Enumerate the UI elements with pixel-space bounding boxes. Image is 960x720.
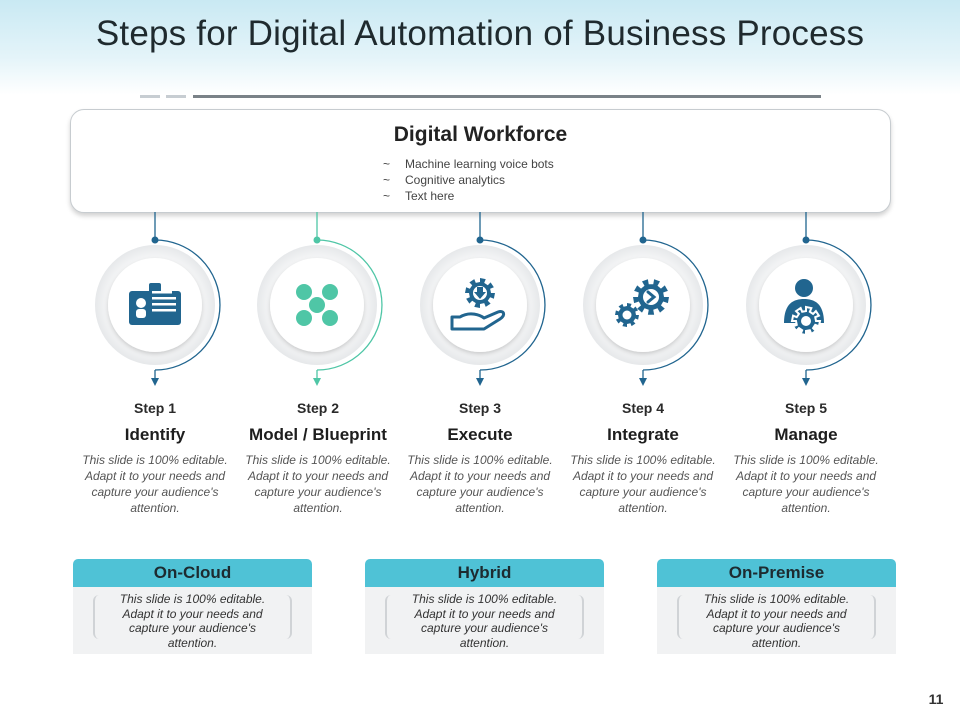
workforce-bullet-text: Cognitive analytics — [405, 173, 506, 187]
step-3: Step 3 Execute This slide is 100% editab… — [400, 400, 560, 516]
inner-circle — [108, 258, 202, 352]
workforce-bullet-text: Text here — [405, 189, 455, 203]
step-description: This slide is 100% editable. Adapt it to… — [245, 453, 391, 515]
id-card-icon — [129, 283, 181, 325]
inner-circle — [759, 258, 853, 352]
step-name: Identify — [124, 425, 186, 444]
arc-connector — [479, 239, 546, 371]
down-arrow-icon — [802, 378, 810, 386]
slide-title: Steps for Digital Automation of Business… — [95, 14, 865, 53]
network-nodes-icon — [296, 284, 338, 326]
step-description: This slide is 100% editable. Adapt it to… — [407, 453, 553, 515]
down-arrow-icon — [151, 378, 159, 386]
outer-ring — [583, 245, 703, 365]
connector-dot — [802, 236, 810, 244]
deployment-title: Hybrid — [365, 559, 604, 587]
deployment-title: On-Cloud — [73, 559, 312, 587]
step-number: Step 5 — [784, 400, 827, 416]
title-underline — [193, 95, 821, 98]
title-underline-segment — [140, 95, 160, 98]
deployment-card-hybrid: Hybrid This slide is 100% editable. Adap… — [365, 559, 604, 654]
workforce-bullet: ~ Text here — [381, 188, 554, 204]
step-name: Integrate — [607, 425, 679, 444]
step-node-2 — [257, 212, 383, 386]
deployment-body: This slide is 100% editable. Adapt it to… — [73, 587, 312, 654]
workforce-bullet: ~ Cognitive analytics — [381, 172, 554, 188]
step-number: Step 2 — [296, 400, 339, 416]
inner-circle — [596, 258, 690, 352]
step-description: This slide is 100% editable. Adapt it to… — [82, 453, 228, 515]
deployment-card-on-premise: On-Premise This slide is 100% editable. … — [657, 559, 896, 654]
step-description: This slide is 100% editable. Adapt it to… — [733, 453, 879, 515]
step-1: Step 1 Identify This slide is 100% edita… — [75, 400, 235, 516]
workforce-bullet-text: Machine learning voice bots — [405, 157, 554, 171]
connector-dot — [151, 236, 159, 244]
person-gear-icon — [784, 279, 824, 337]
outer-ring — [746, 245, 866, 365]
step-node-4 — [583, 212, 709, 386]
hand-gear-icon — [450, 278, 506, 331]
outer-ring — [95, 245, 215, 365]
connector-dot — [639, 236, 647, 244]
bracket-decoration — [578, 595, 584, 639]
arc-connector — [642, 239, 709, 371]
bracket-decoration — [677, 595, 683, 639]
bullet-marker: ~ — [383, 173, 391, 187]
bracket-decoration — [93, 595, 99, 639]
outer-ring — [420, 245, 540, 365]
arc-connector — [316, 239, 383, 371]
arc-connector — [805, 239, 872, 371]
down-arrow-icon — [313, 378, 321, 386]
step-node-5 — [746, 212, 872, 386]
step-4: Step 4 Integrate This slide is 100% edit… — [563, 400, 723, 516]
deployment-description: This slide is 100% editable. Adapt it to… — [119, 592, 266, 650]
step-node-1 — [95, 212, 221, 386]
deployment-card-on-cloud: On-Cloud This slide is 100% editable. Ad… — [73, 559, 312, 654]
deployment-description: This slide is 100% editable. Adapt it to… — [411, 592, 558, 650]
step-2: Step 2 Model / Blueprint This slide is 1… — [238, 400, 398, 516]
outer-ring — [257, 245, 377, 365]
bracket-decoration — [870, 595, 876, 639]
inner-circle — [433, 258, 527, 352]
down-arrow-icon — [639, 378, 647, 386]
gears-icon — [615, 279, 669, 327]
step-name: Execute — [447, 425, 513, 444]
bullet-marker: ~ — [383, 157, 391, 171]
header-band — [0, 0, 960, 95]
step-name: Model / Blueprint — [249, 425, 387, 444]
deployment-title: On-Premise — [657, 559, 896, 587]
step-5: Step 5 Manage This slide is 100% editabl… — [726, 400, 886, 516]
step-number: Step 3 — [458, 400, 501, 416]
deployment-body: This slide is 100% editable. Adapt it to… — [657, 587, 896, 654]
step-node-3 — [420, 212, 546, 386]
arc-connector — [154, 239, 221, 371]
inner-circle — [270, 258, 364, 352]
connector-dot — [313, 236, 321, 244]
step-name: Manage — [774, 425, 838, 444]
bullet-marker: ~ — [383, 189, 391, 203]
page-number: 11 — [928, 691, 944, 707]
workforce-title: Digital Workforce — [393, 123, 568, 146]
connector-dot — [476, 236, 484, 244]
deployment-body: This slide is 100% editable. Adapt it to… — [365, 587, 604, 654]
step-number: Step 1 — [133, 400, 176, 416]
deployment-description: This slide is 100% editable. Adapt it to… — [703, 592, 850, 650]
bracket-decoration — [385, 595, 391, 639]
workforce-bullet: ~ Machine learning voice bots — [381, 156, 554, 172]
step-number: Step 4 — [621, 400, 664, 416]
down-arrow-icon — [476, 378, 484, 386]
bracket-decoration — [286, 595, 292, 639]
workforce-list: ~ Machine learning voice bots ~ Cognitive … — [381, 156, 554, 204]
step-description: This slide is 100% editable. Adapt it to… — [570, 453, 716, 515]
title-underline-segment — [166, 95, 186, 98]
digital-workforce-box: Digital Workforce ~ Machine learning voic… — [70, 109, 891, 213]
